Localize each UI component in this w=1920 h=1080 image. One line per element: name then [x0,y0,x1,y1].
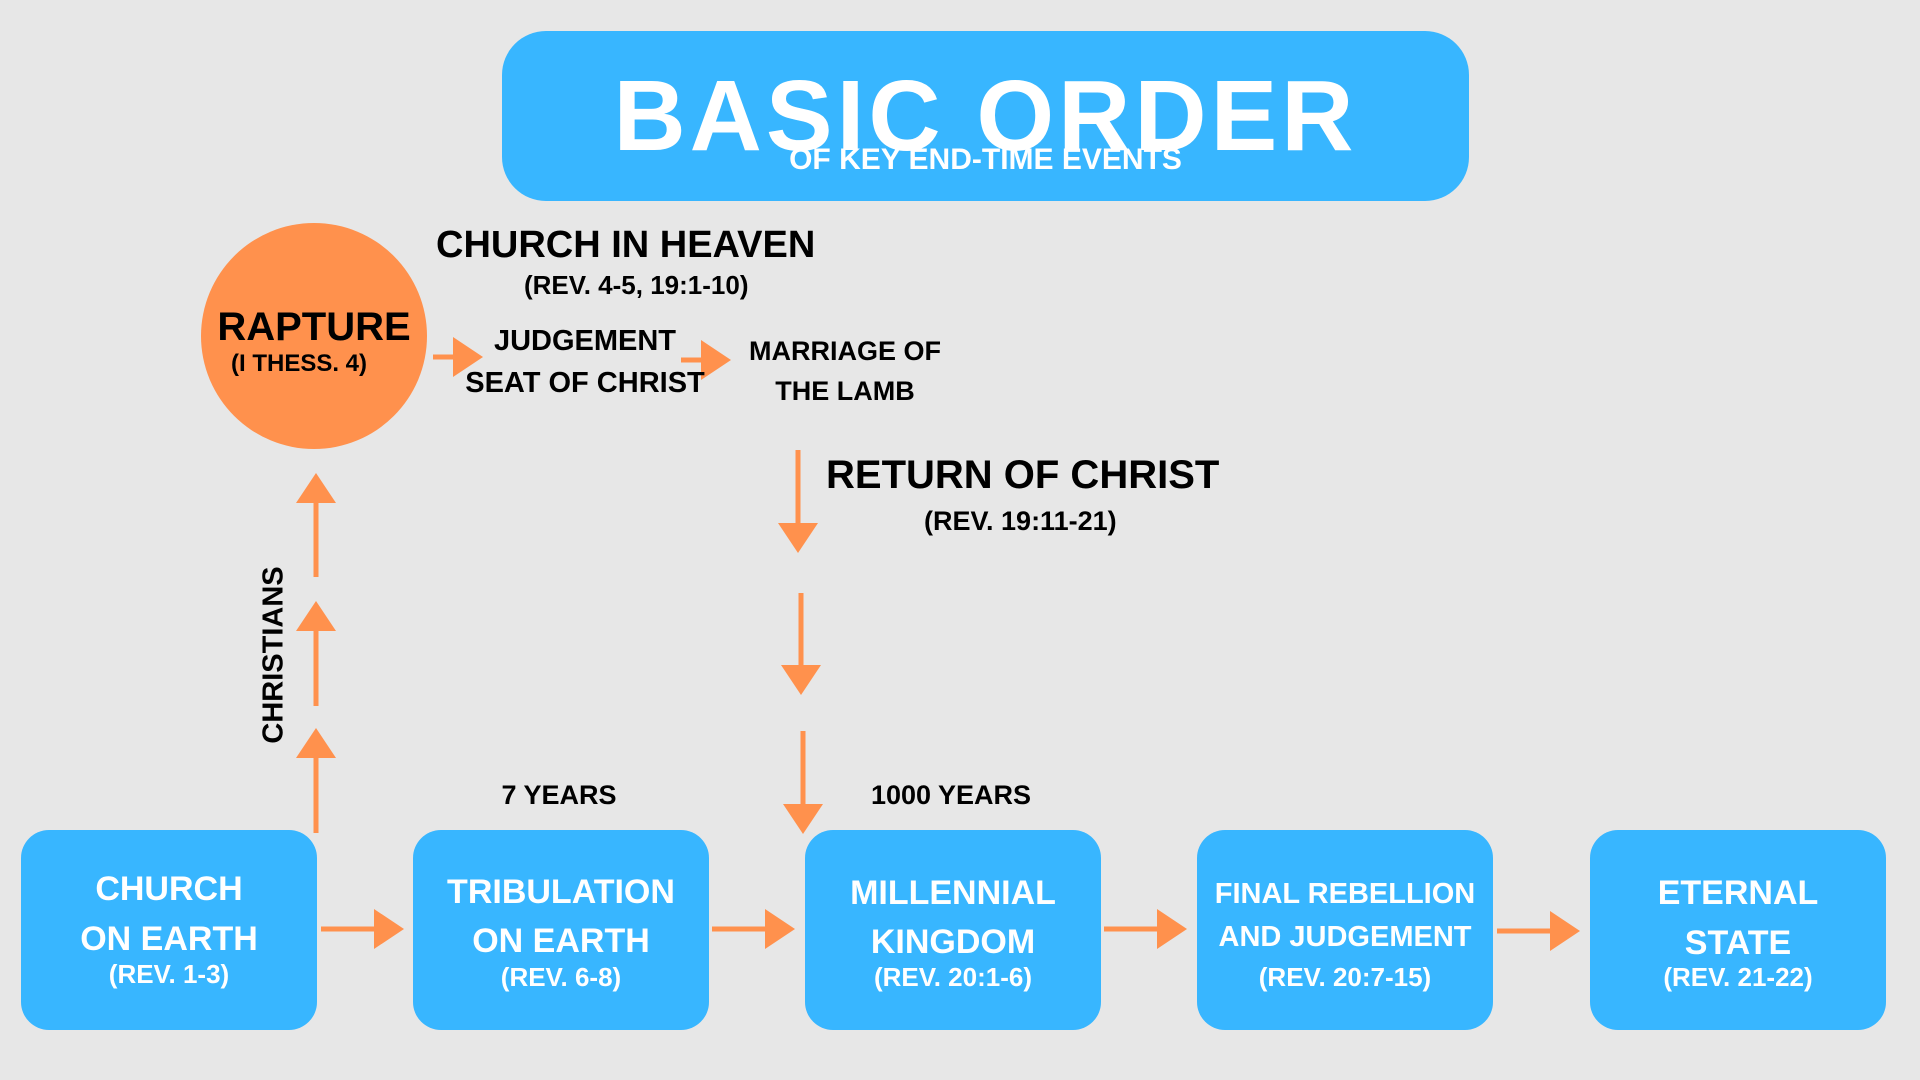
diagram-subtitle: OF KEY END-TIME EVENTS [789,143,1182,176]
stage-line1: MILLENNIAL [850,874,1056,912]
return-of-christ-label: RETURN OF CHRIST [826,453,1220,497]
marriage-line1: MARRIAGE OF [749,336,941,366]
stage-millennial-kingdom: MILLENNIAL KINGDOM (REV. 20:1-6) [805,830,1101,1030]
stage-line2: STATE [1684,924,1792,962]
stage-line2: AND JUDGEMENT [1218,921,1472,953]
church-in-heaven-ref: (REV. 4-5, 19:1-10) [524,270,749,300]
stage-line1: CHURCH [95,870,243,908]
stage-ref: (REV. 6-8) [500,962,622,992]
stage-line2: KINGDOM [870,923,1036,961]
stage-tribulation-on-earth: TRIBULATION ON EARTH (REV. 6-8) [413,830,709,1030]
duration-millennium: 1000 YEARS [870,780,1032,810]
marriage-line2: THE LAMB [775,376,915,406]
stage-line2: ON EARTH [80,920,258,958]
stage-church-on-earth: CHURCH ON EARTH (REV. 1-3) [21,830,317,1030]
rapture-circle: RAPTURE (I THESS. 4) [201,223,427,449]
rapture-ref: (I THESS. 4) [231,350,368,377]
stage-ref: (REV. 20:7-15) [1258,962,1432,992]
rapture-label: RAPTURE [217,305,411,349]
stage-final-rebellion: FINAL REBELLION AND JUDGEMENT (REV. 20:7… [1197,830,1493,1030]
church-in-heaven-label: CHURCH IN HEAVEN [436,224,816,266]
duration-tribulation: 7 YEARS [501,780,617,810]
return-of-christ-ref: (REV. 19:11-21) [924,506,1117,536]
stage-ref: (REV. 1-3) [108,959,230,989]
stage-line1: ETERNAL [1657,874,1819,912]
stage-ref: (REV. 20:1-6) [874,962,1032,992]
christians-label: CHRISTIANS [257,566,290,744]
stage-line1: TRIBULATION [447,873,675,911]
judgement-seat-line2: SEAT OF CHRIST [465,367,705,399]
stage-line2: ON EARTH [472,922,650,960]
title-banner: BASIC ORDER OF KEY END-TIME EVENTS [502,31,1469,201]
stage-ref: (REV. 21-22) [1663,962,1813,992]
stage-line1: FINAL REBELLION [1214,878,1476,910]
stage-eternal-state: ETERNAL STATE (REV. 21-22) [1590,830,1886,1030]
judgement-seat-line1: JUDGEMENT [493,325,677,357]
diagram-title: BASIC ORDER [613,60,1358,172]
